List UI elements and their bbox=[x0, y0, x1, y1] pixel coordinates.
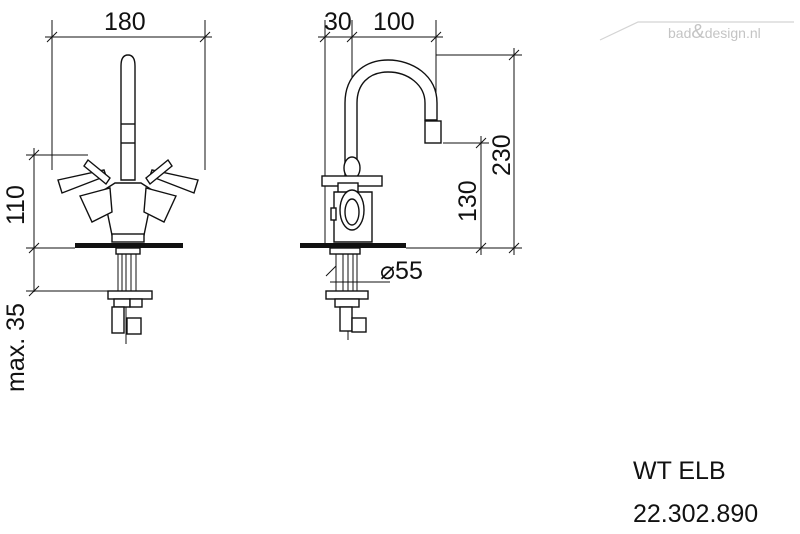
dim-hole-diameter: ⌀55 bbox=[380, 257, 423, 285]
side-view: 30 100 ⌀55 bbox=[300, 8, 522, 340]
dim-spout-height: 130 bbox=[454, 180, 482, 222]
watermark-part1: bad bbox=[668, 25, 691, 41]
model-code: WT ELB bbox=[633, 457, 726, 485]
front-view: 180 110 bbox=[2, 8, 212, 392]
dim-max-thickness: max. 35 bbox=[2, 303, 30, 392]
dim-handle-height: 110 bbox=[2, 185, 30, 225]
watermark-ampersand: & bbox=[691, 21, 705, 43]
dim-front-width: 180 bbox=[104, 8, 146, 36]
dim-total-height: 230 bbox=[488, 134, 516, 176]
watermark-part2: design.nl bbox=[705, 25, 761, 41]
dim-side-offset: 30 bbox=[324, 8, 352, 36]
dim-spout-reach: 100 bbox=[373, 8, 415, 36]
article-number: 22.302.890 bbox=[633, 500, 759, 528]
brand-watermark: bad&design.nl bbox=[599, 21, 794, 43]
svg-text:bad&design.nl: bad&design.nl bbox=[668, 21, 761, 43]
